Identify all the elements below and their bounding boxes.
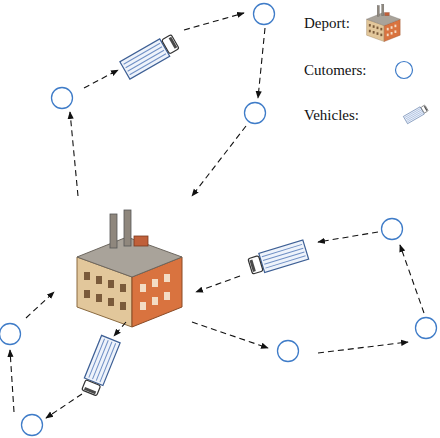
route-arrow — [84, 70, 118, 88]
customer-circle — [52, 88, 73, 109]
vehicle-truck — [80, 335, 120, 396]
route-arrow — [318, 232, 378, 242]
vehicle-truck — [247, 240, 308, 276]
customer-circle — [416, 318, 437, 339]
legend-customer-icon — [396, 62, 413, 79]
legend-depot-icon — [367, 4, 401, 41]
legend-label: Cutomers: — [304, 61, 367, 79]
customer-circle — [0, 324, 21, 345]
legend-label: Deport: — [304, 14, 350, 32]
route-arrow — [184, 13, 244, 30]
customer-circle — [245, 103, 266, 124]
route-arrow — [258, 28, 265, 98]
customer-circle — [254, 4, 275, 25]
route-arrow — [10, 350, 14, 412]
depot-factory — [77, 210, 182, 327]
route-arrow — [26, 292, 54, 318]
customer-circles — [0, 4, 437, 436]
route-arrow — [196, 276, 240, 292]
route-arrow — [192, 126, 246, 196]
customer-circle — [278, 341, 299, 362]
customer-circle — [382, 219, 403, 240]
route-arrow — [192, 322, 268, 348]
route-arrow — [70, 112, 78, 196]
vehicle-truck — [120, 33, 180, 79]
route-arrow — [46, 394, 82, 418]
customer-circle — [22, 415, 43, 436]
legend-vehicle-icon — [403, 104, 428, 123]
route-arrow — [400, 245, 424, 313]
route-arrow — [318, 342, 408, 353]
route-arrows — [10, 13, 424, 418]
route-arrow — [114, 322, 126, 336]
legend-label: Vehicles: — [304, 106, 359, 124]
